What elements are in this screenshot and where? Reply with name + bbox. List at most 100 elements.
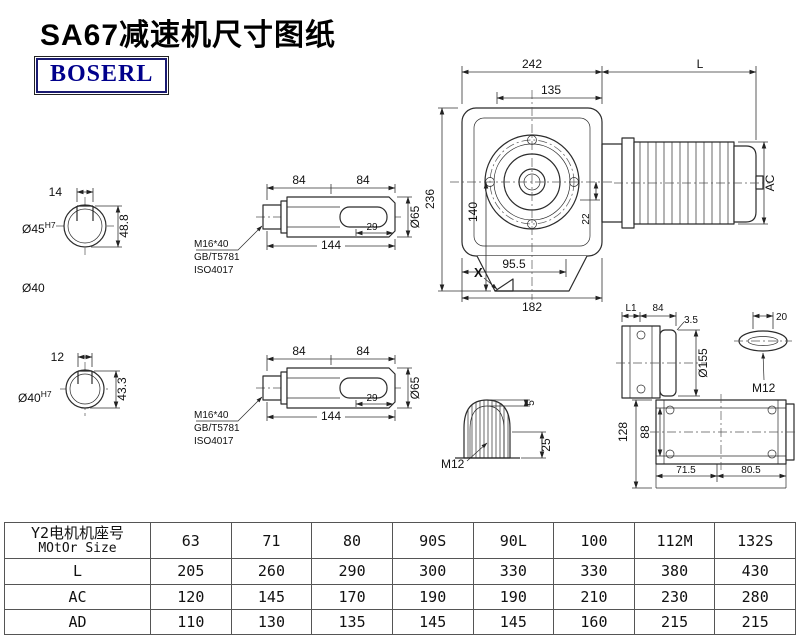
dim-135: 135 [541,83,561,97]
dim-key-width: 12 [51,350,65,364]
motor-fan-cover [733,145,757,223]
value-cell: 210 [553,583,635,610]
standard-label-1: GB/T5781 [194,252,240,263]
shaft-view-top-lines [196,184,412,251]
end-view-top-lines [56,188,122,255]
dim-84: 84 [652,303,664,314]
bottom-view: 128 88 71.5 80.5 [616,394,798,489]
row-label: AD [4,608,151,636]
dim-144: 144 [321,238,341,252]
dim-L1: L1 [625,303,637,314]
value-cell: 215 [714,608,796,636]
value-cell: 120 [150,583,232,610]
value-cell: 230 [633,583,716,610]
dim-L: L [697,57,704,71]
motor-size-header-cell: Y2电机机座号 MOtOr Size [4,521,151,560]
boserl-logo: BOSERL [33,56,170,95]
value-cell: 135 [311,608,393,636]
value-cell: 205 [150,558,232,585]
motor-size-header-cn: Y2电机机座号 [30,523,125,542]
size-col-header: 112M [633,521,716,560]
dim-key-depth: 48.8 [117,214,131,238]
dim-84b: 84 [356,344,370,358]
dim-key-depth: 43.3 [115,377,129,401]
table-header-row: Y2电机机座号 MOtOr Size 63 71 80 90S 90L 100 … [4,521,796,560]
dim-3-5: 3.5 [684,315,698,326]
dim-80-5: 80.5 [741,465,761,476]
value-cell: 130 [230,608,313,636]
dim-84a: 84 [292,344,306,358]
dim-88: 88 [638,425,652,439]
value-cell: 145 [472,608,555,636]
shaft-view-top: 84 84 29 144 Ø65 M16*40 GB/T5781 ISO4017 [194,173,422,276]
size-col-header: 100 [553,521,635,560]
value-cell: 145 [230,583,313,610]
bolt-label: M16*40 [194,410,229,421]
label-M12: M12 [752,381,776,395]
row-label: AC [4,583,151,610]
dim-140: 140 [466,202,480,222]
size-col-header: 80 [311,521,393,560]
value-cell: 190 [472,583,555,610]
row-label: L [4,558,151,585]
bore-label: Ø45H7 [22,220,56,236]
size-col-header: 90L [472,521,555,560]
table-row-AC: AC 120 145 170 190 190 210 230 280 [4,583,796,610]
dim-236: 236 [423,189,437,209]
end-view-top: 14 Ø45H7 48.8 Ø40 [22,185,131,295]
shaft-dia-label: Ø40 [22,281,45,295]
shaft-view-bottom: 84 84 29 144 Ø65 M16*40 GB/T5781 ISO4017 [194,344,422,447]
end-view-bottom-lines [60,353,120,416]
label-M12: M12 [441,457,465,471]
shaft-view-bottom-lines [196,355,412,422]
main-view-lines [438,66,770,302]
dim-29: 29 [366,222,378,233]
dim-AC: AC [763,174,777,191]
value-cell: 160 [553,608,635,636]
value-cell: 290 [311,558,393,585]
standard-label-1: GB/T5781 [194,423,240,434]
value-cell: 215 [633,608,716,636]
side-view: L1 84 3.5 20 Ø155 M12 [616,303,792,399]
value-cell: 330 [553,558,635,585]
value-cell: 260 [230,558,313,585]
size-col-header: 71 [230,521,313,560]
label-X: X [474,265,483,280]
dim-key-width: 14 [49,185,63,199]
value-cell: 110 [150,608,232,636]
dim-182: 182 [522,300,542,314]
dim-71-5: 71.5 [676,465,696,476]
value-cell: 380 [633,558,716,585]
dim-144: 144 [321,409,341,423]
dim-dia: Ø65 [408,205,422,228]
size-col-header: 63 [150,521,232,560]
value-cell: 190 [391,583,474,610]
standard-label-2: ISO4017 [194,265,234,276]
main-view: 242 L 135 236 140 22 AC 95.5 182 X [423,57,777,314]
page-title: SA67减速机尺寸图纸 [40,19,337,52]
dim-25: 25 [539,438,553,452]
table-row-L: L 205 260 290 300 330 330 380 430 [4,558,796,585]
side-view-lines [616,312,792,399]
dim-5: 5 [526,400,537,406]
bore-label: Ø40H7 [18,389,52,405]
dim-22: 22 [581,213,592,225]
key-section-view: 5 25 M12 [441,399,553,471]
motor-size-table: Y2电机机座号 MOtOr Size 63 71 80 90S 90L 100 … [4,521,796,636]
dim-84a: 84 [292,173,306,187]
dim-20: 20 [776,312,788,323]
motor-size-header-en: MOtOr Size [38,540,117,556]
dim-dia: Ø65 [408,376,422,399]
bottom-view-lines [632,394,798,489]
standard-label-2: ISO4017 [194,436,234,447]
table-row-AD: AD 110 130 135 145 145 160 215 215 [4,608,796,636]
bolt-label: M16*40 [194,239,229,250]
dim-84b: 84 [356,173,370,187]
key-section-lines [455,399,546,462]
size-col-header: 132S [714,521,796,560]
value-cell: 430 [714,558,796,585]
technical-drawing: 14 Ø45H7 48.8 Ø40 12 Ø40H7 43.3 [18,57,798,489]
value-cell: 330 [472,558,555,585]
value-cell: 170 [311,583,393,610]
value-cell: 300 [391,558,474,585]
